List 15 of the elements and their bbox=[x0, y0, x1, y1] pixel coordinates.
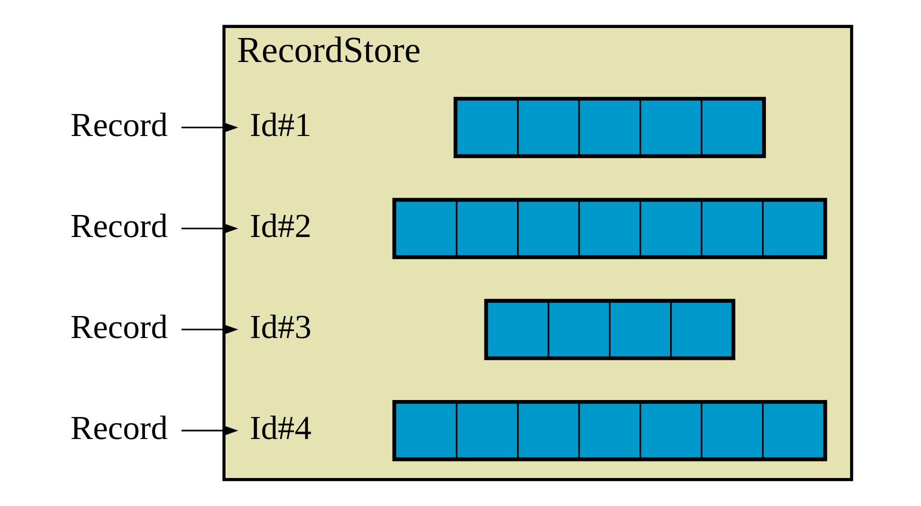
node-text: Id#3 bbox=[250, 309, 312, 346]
node-bar bbox=[484, 298, 736, 360]
node-text: Id#2 bbox=[250, 208, 312, 246]
node-text: Id#1 bbox=[250, 107, 312, 144]
node-bar bbox=[392, 198, 828, 260]
arrow bbox=[181, 324, 238, 335]
node-bar bbox=[392, 400, 828, 462]
node-text: Record bbox=[70, 208, 168, 246]
node-text: Record bbox=[70, 410, 168, 448]
arrow bbox=[181, 223, 238, 234]
node-text: Record bbox=[70, 107, 168, 144]
arrow bbox=[181, 425, 238, 436]
node-text: Id#4 bbox=[250, 410, 312, 448]
node-text: Record bbox=[70, 309, 168, 346]
arrow bbox=[181, 122, 238, 133]
